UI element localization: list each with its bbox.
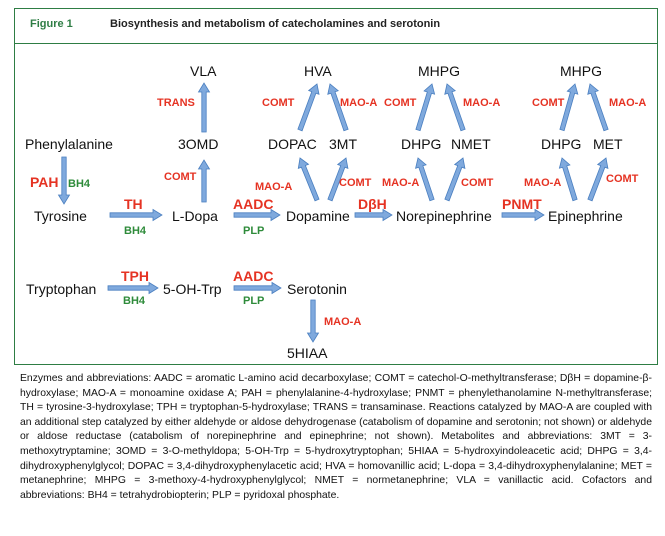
compound-met: MET bbox=[593, 136, 623, 152]
enzyme-trans: TRANS bbox=[157, 97, 195, 109]
compound-hva: HVA bbox=[304, 63, 332, 79]
compound-5-oh-trp: 5-OH-Trp bbox=[163, 281, 222, 297]
enzyme-dbh: DβH bbox=[358, 196, 387, 212]
cofactor-bh4-pah: BH4 bbox=[68, 178, 91, 190]
arrow-dopamine-to-norepinephrine bbox=[354, 208, 393, 222]
compound-dopac: DOPAC bbox=[268, 136, 317, 152]
arrow-met-to-mhpg bbox=[587, 83, 609, 132]
compound-vla: VLA bbox=[190, 63, 217, 79]
figure-frame bbox=[14, 8, 658, 365]
enzyme-maoa-hva: MAO-A bbox=[340, 97, 377, 109]
arrow-tryptophan-to-5-oh-trp bbox=[107, 281, 159, 295]
compound-3mt: 3MT bbox=[329, 136, 357, 152]
arrow-dopamine-to-dopac bbox=[297, 157, 320, 202]
compound-epinephrine: Epinephrine bbox=[548, 208, 623, 224]
arrow-l-dopa-to-3omd bbox=[197, 159, 211, 203]
cofactor-plp-serotonin: PLP bbox=[243, 295, 264, 307]
enzyme-maoa-dhpg-epi: MAO-A bbox=[524, 177, 561, 189]
arrow-norepinephrine-to-dhpg bbox=[415, 157, 435, 202]
enzyme-maoa-dhpg: MAO-A bbox=[382, 177, 419, 189]
arrow-epinephrine-to-dhpg bbox=[558, 157, 578, 202]
cofactor-bh4-th: BH4 bbox=[124, 225, 147, 237]
arrow-epinephrine-to-met bbox=[587, 157, 609, 202]
compound-mhpg-epi: MHPG bbox=[560, 63, 602, 79]
compound-dhpg-epi: DHPG bbox=[541, 136, 581, 152]
figure-caption: Enzymes and abbreviations: AADC = aromat… bbox=[20, 373, 652, 501]
arrow-norepinephrine-to-epinephrine bbox=[501, 208, 545, 222]
arrow-tyrosine-to-l-dopa bbox=[109, 208, 163, 222]
enzyme-pnmt: PNMT bbox=[502, 196, 542, 212]
enzyme-aadc-serotonin: AADC bbox=[233, 268, 273, 284]
compound-5hiaa: 5HIAA bbox=[287, 345, 328, 361]
arrow-dhpg-epi-to-mhpg bbox=[559, 83, 579, 132]
arrow-norepinephrine-to-nmet bbox=[444, 157, 466, 202]
arrow-dopamine-to-3mt bbox=[327, 157, 349, 202]
cofactor-plp-dopamine: PLP bbox=[243, 225, 264, 237]
arrow-l-dopa-to-dopamine bbox=[233, 208, 281, 222]
enzyme-th: TH bbox=[124, 196, 143, 212]
compound-nmet: NMET bbox=[451, 136, 491, 152]
enzyme-comt-hva: COMT bbox=[262, 97, 295, 109]
compound-l-dopa: L-Dopa bbox=[172, 208, 218, 224]
enzyme-tph: TPH bbox=[121, 268, 149, 284]
arrow-5-oh-trp-to-serotonin bbox=[233, 281, 282, 295]
compound-tyrosine: Tyrosine bbox=[34, 208, 87, 224]
enzyme-comt-mhpg-epi: COMT bbox=[532, 97, 565, 109]
arrow-dhpg-to-mhpg bbox=[415, 83, 436, 132]
enzyme-maoa-mhpg: MAO-A bbox=[463, 97, 500, 109]
arrow-3mt-to-hva bbox=[327, 83, 349, 132]
enzyme-comt-3mt: COMT bbox=[339, 177, 372, 189]
figure-title-rule bbox=[14, 43, 658, 44]
arrow-3omd-to-vla bbox=[197, 82, 211, 133]
enzyme-maoa-5hiaa: MAO-A bbox=[324, 316, 361, 328]
enzyme-comt-met: COMT bbox=[606, 173, 639, 185]
compound-3omd: 3OMD bbox=[178, 136, 218, 152]
arrow-dopac-to-hva bbox=[297, 83, 320, 132]
compound-dhpg-ne: DHPG bbox=[401, 136, 441, 152]
compound-serotonin: Serotonin bbox=[287, 281, 347, 297]
enzyme-comt-ldopa: COMT bbox=[164, 171, 197, 183]
enzyme-maoa-mhpg-epi: MAO-A bbox=[609, 97, 646, 109]
enzyme-maoa-dopac: MAO-A bbox=[255, 181, 292, 193]
enzyme-comt-nmet: COMT bbox=[461, 177, 494, 189]
figure-title: Biosynthesis and metabolism of catechola… bbox=[110, 18, 441, 30]
compound-dopamine: Dopamine bbox=[286, 208, 350, 224]
enzyme-pah: PAH bbox=[30, 174, 59, 190]
enzyme-aadc-dopamine: AADC bbox=[233, 196, 273, 212]
figure-top-rule bbox=[14, 8, 658, 9]
compound-phenylalanine: Phenylalanine bbox=[25, 136, 113, 152]
arrow-phenylalanine-to-tyrosine bbox=[57, 156, 71, 205]
arrow-serotonin-to-5hiaa bbox=[306, 299, 320, 343]
arrow-nmet-to-mhpg bbox=[444, 83, 466, 132]
figure-label: Figure 1 bbox=[30, 18, 73, 30]
pathway-arrows bbox=[57, 82, 609, 343]
compound-mhpg-ne: MHPG bbox=[418, 63, 460, 79]
compound-norepinephrine: Norepinephrine bbox=[396, 208, 492, 224]
compound-tryptophan: Tryptophan bbox=[26, 281, 96, 297]
enzyme-comt-mhpg: COMT bbox=[384, 97, 417, 109]
cofactor-bh4-tph: BH4 bbox=[123, 295, 146, 307]
